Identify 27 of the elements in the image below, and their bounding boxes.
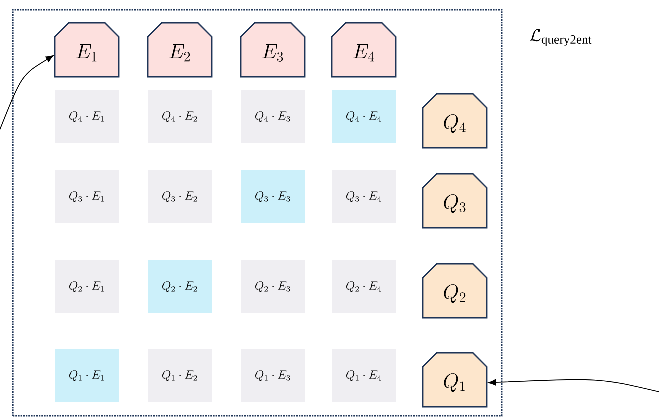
entity-box: $E_1$ [54, 22, 120, 78]
score-cell: $Q_2 \cdot E_4$ [332, 260, 396, 314]
score-cell: $Q_1 \cdot E_4$ [332, 350, 396, 402]
score-cell: $Q_4 \cdot E_4$ [332, 90, 396, 144]
score-cell: $Q_3 \cdot E_1$ [55, 170, 119, 224]
query-box: $Q_4$ [422, 93, 488, 149]
score-cell: $Q_4 \cdot E_3$ [241, 90, 305, 144]
score-cell: $Q_2 \cdot E_1$ [55, 260, 119, 314]
score-cell: $Q_1 \cdot E_1$ [55, 350, 119, 402]
score-cell: $Q_4 \cdot E_2$ [148, 90, 212, 144]
score-cell: $Q_1 \cdot E_3$ [241, 350, 305, 402]
score-cell: $Q_2 \cdot E_2$ [148, 260, 212, 314]
loss-label: $\mathcal{L}_{\mathrm{query2ent}}$ [530, 29, 592, 47]
entity-box: $E_4$ [331, 22, 397, 78]
query-box: $Q_2$ [422, 263, 488, 319]
score-cell: $Q_2 \cdot E_3$ [241, 260, 305, 314]
query-box: $Q_1$ [422, 352, 488, 408]
score-cell: $Q_4 \cdot E_1$ [55, 90, 119, 144]
arrow [488, 379, 659, 392]
score-cell: $Q_3 \cdot E_3$ [241, 170, 305, 224]
arrow [0, 55, 54, 130]
entity-box: $E_3$ [240, 22, 306, 78]
score-cell: $Q_3 \cdot E_4$ [332, 170, 396, 224]
query-box: $Q_3$ [422, 173, 488, 229]
entity-box: $E_2$ [147, 22, 213, 78]
score-cell: $Q_3 \cdot E_2$ [148, 170, 212, 224]
score-cell: $Q_1 \cdot E_2$ [148, 350, 212, 402]
